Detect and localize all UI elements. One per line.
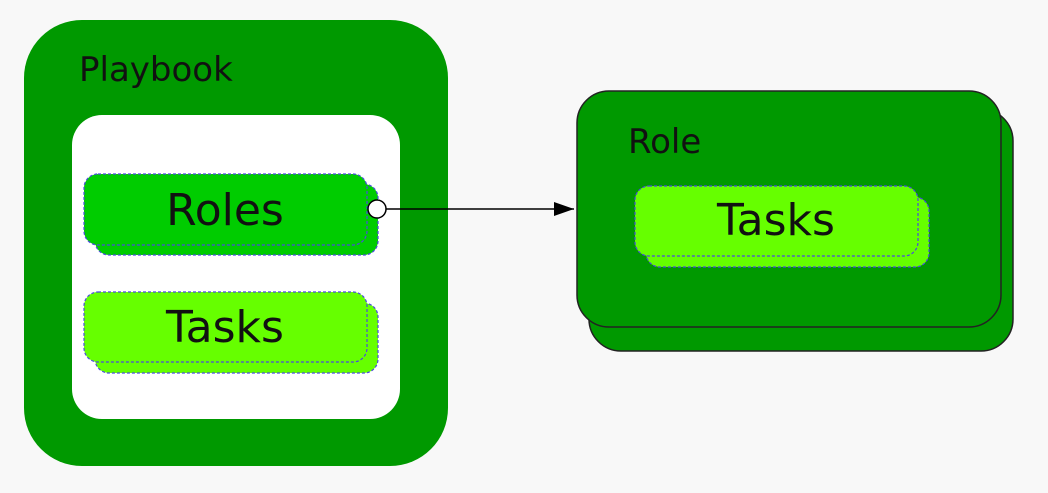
role-container: Role Tasks bbox=[576, 90, 1014, 352]
playbook-tasks-node-front bbox=[83, 291, 368, 363]
playbook-tasks-node: Tasks bbox=[83, 291, 379, 374]
connector-origin-circle bbox=[367, 199, 387, 219]
role-tasks-node: Tasks bbox=[634, 185, 930, 268]
roles-to-role-connector bbox=[367, 199, 574, 219]
role-tasks-node-front bbox=[634, 185, 919, 257]
playbook-title: Playbook bbox=[79, 50, 233, 90]
playbook-inner-panel bbox=[72, 115, 400, 419]
role-title: Role bbox=[628, 122, 701, 162]
roles-node-label: Roles bbox=[166, 185, 284, 236]
playbook-tasks-node-label: Tasks bbox=[165, 302, 284, 353]
roles-node-front bbox=[83, 173, 368, 246]
roles-node: Roles bbox=[83, 173, 379, 256]
playbook-container: Playbook Roles Tasks bbox=[24, 20, 448, 466]
role-tasks-node-label: Tasks bbox=[716, 195, 835, 246]
